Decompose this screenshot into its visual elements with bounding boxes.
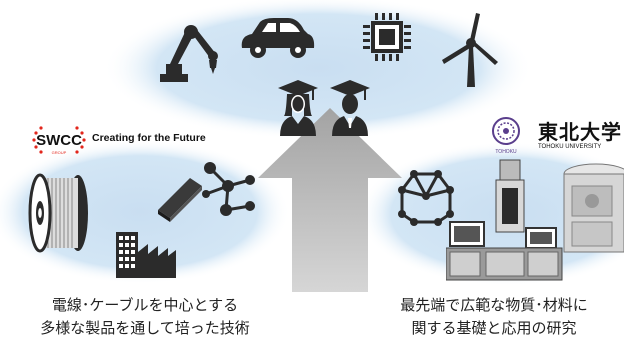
swcc-logo: SWCC GROUP Creating for the Future bbox=[30, 124, 230, 156]
car-icon bbox=[241, 18, 315, 58]
robot-arm-icon bbox=[160, 25, 218, 82]
wind-turbine-icon bbox=[442, 13, 498, 87]
chip-icon bbox=[363, 13, 411, 61]
tohoku-seal-caption: TOHOKU bbox=[495, 149, 517, 155]
swcc-tagline: Creating for the Future bbox=[92, 132, 206, 144]
left-caption-line2: 多様な製品を通して培った技術 bbox=[40, 319, 250, 337]
top-ellipse bbox=[103, 0, 533, 140]
lab-machine-icon bbox=[446, 159, 563, 281]
right-caption-line2: 関する基礎と応用の研究 bbox=[411, 319, 577, 337]
tohoku-name-en: TOHOKU UNIVERSITY bbox=[538, 144, 602, 150]
factory-icon bbox=[116, 232, 176, 278]
crystal-lattice-icon bbox=[398, 170, 454, 226]
right-caption-line1: 最先端で広範な物質･材料に bbox=[400, 296, 588, 314]
tohoku-name-jp: 東北大学 bbox=[538, 120, 622, 144]
ingot-icon bbox=[158, 178, 202, 222]
tohoku-seal-icon: TOHOKU bbox=[492, 117, 520, 155]
tohoku-logo: TOHOKU 東北大学 TOHOKU UNIVERSITY bbox=[484, 114, 624, 160]
right-caption: 最先端で広範な物質･材料に 関する基礎と応用の研究 bbox=[374, 294, 614, 340]
upward-arrow bbox=[258, 108, 402, 292]
cable-spool-icon bbox=[28, 173, 88, 253]
furnace-icon bbox=[563, 163, 624, 253]
swcc-logo-mark: SWCC GROUP bbox=[32, 126, 86, 155]
molecule-icon bbox=[202, 162, 255, 216]
graduate-female-icon bbox=[278, 80, 318, 136]
graduate-male-icon bbox=[330, 80, 370, 136]
left-caption-line1: 電線･ケーブルを中心とする bbox=[51, 296, 239, 314]
swcc-group-text: GROUP bbox=[52, 150, 67, 155]
left-caption: 電線･ケーブルを中心とする 多様な製品を通して培った技術 bbox=[18, 294, 272, 340]
swcc-logo-text: SWCC bbox=[36, 132, 82, 149]
